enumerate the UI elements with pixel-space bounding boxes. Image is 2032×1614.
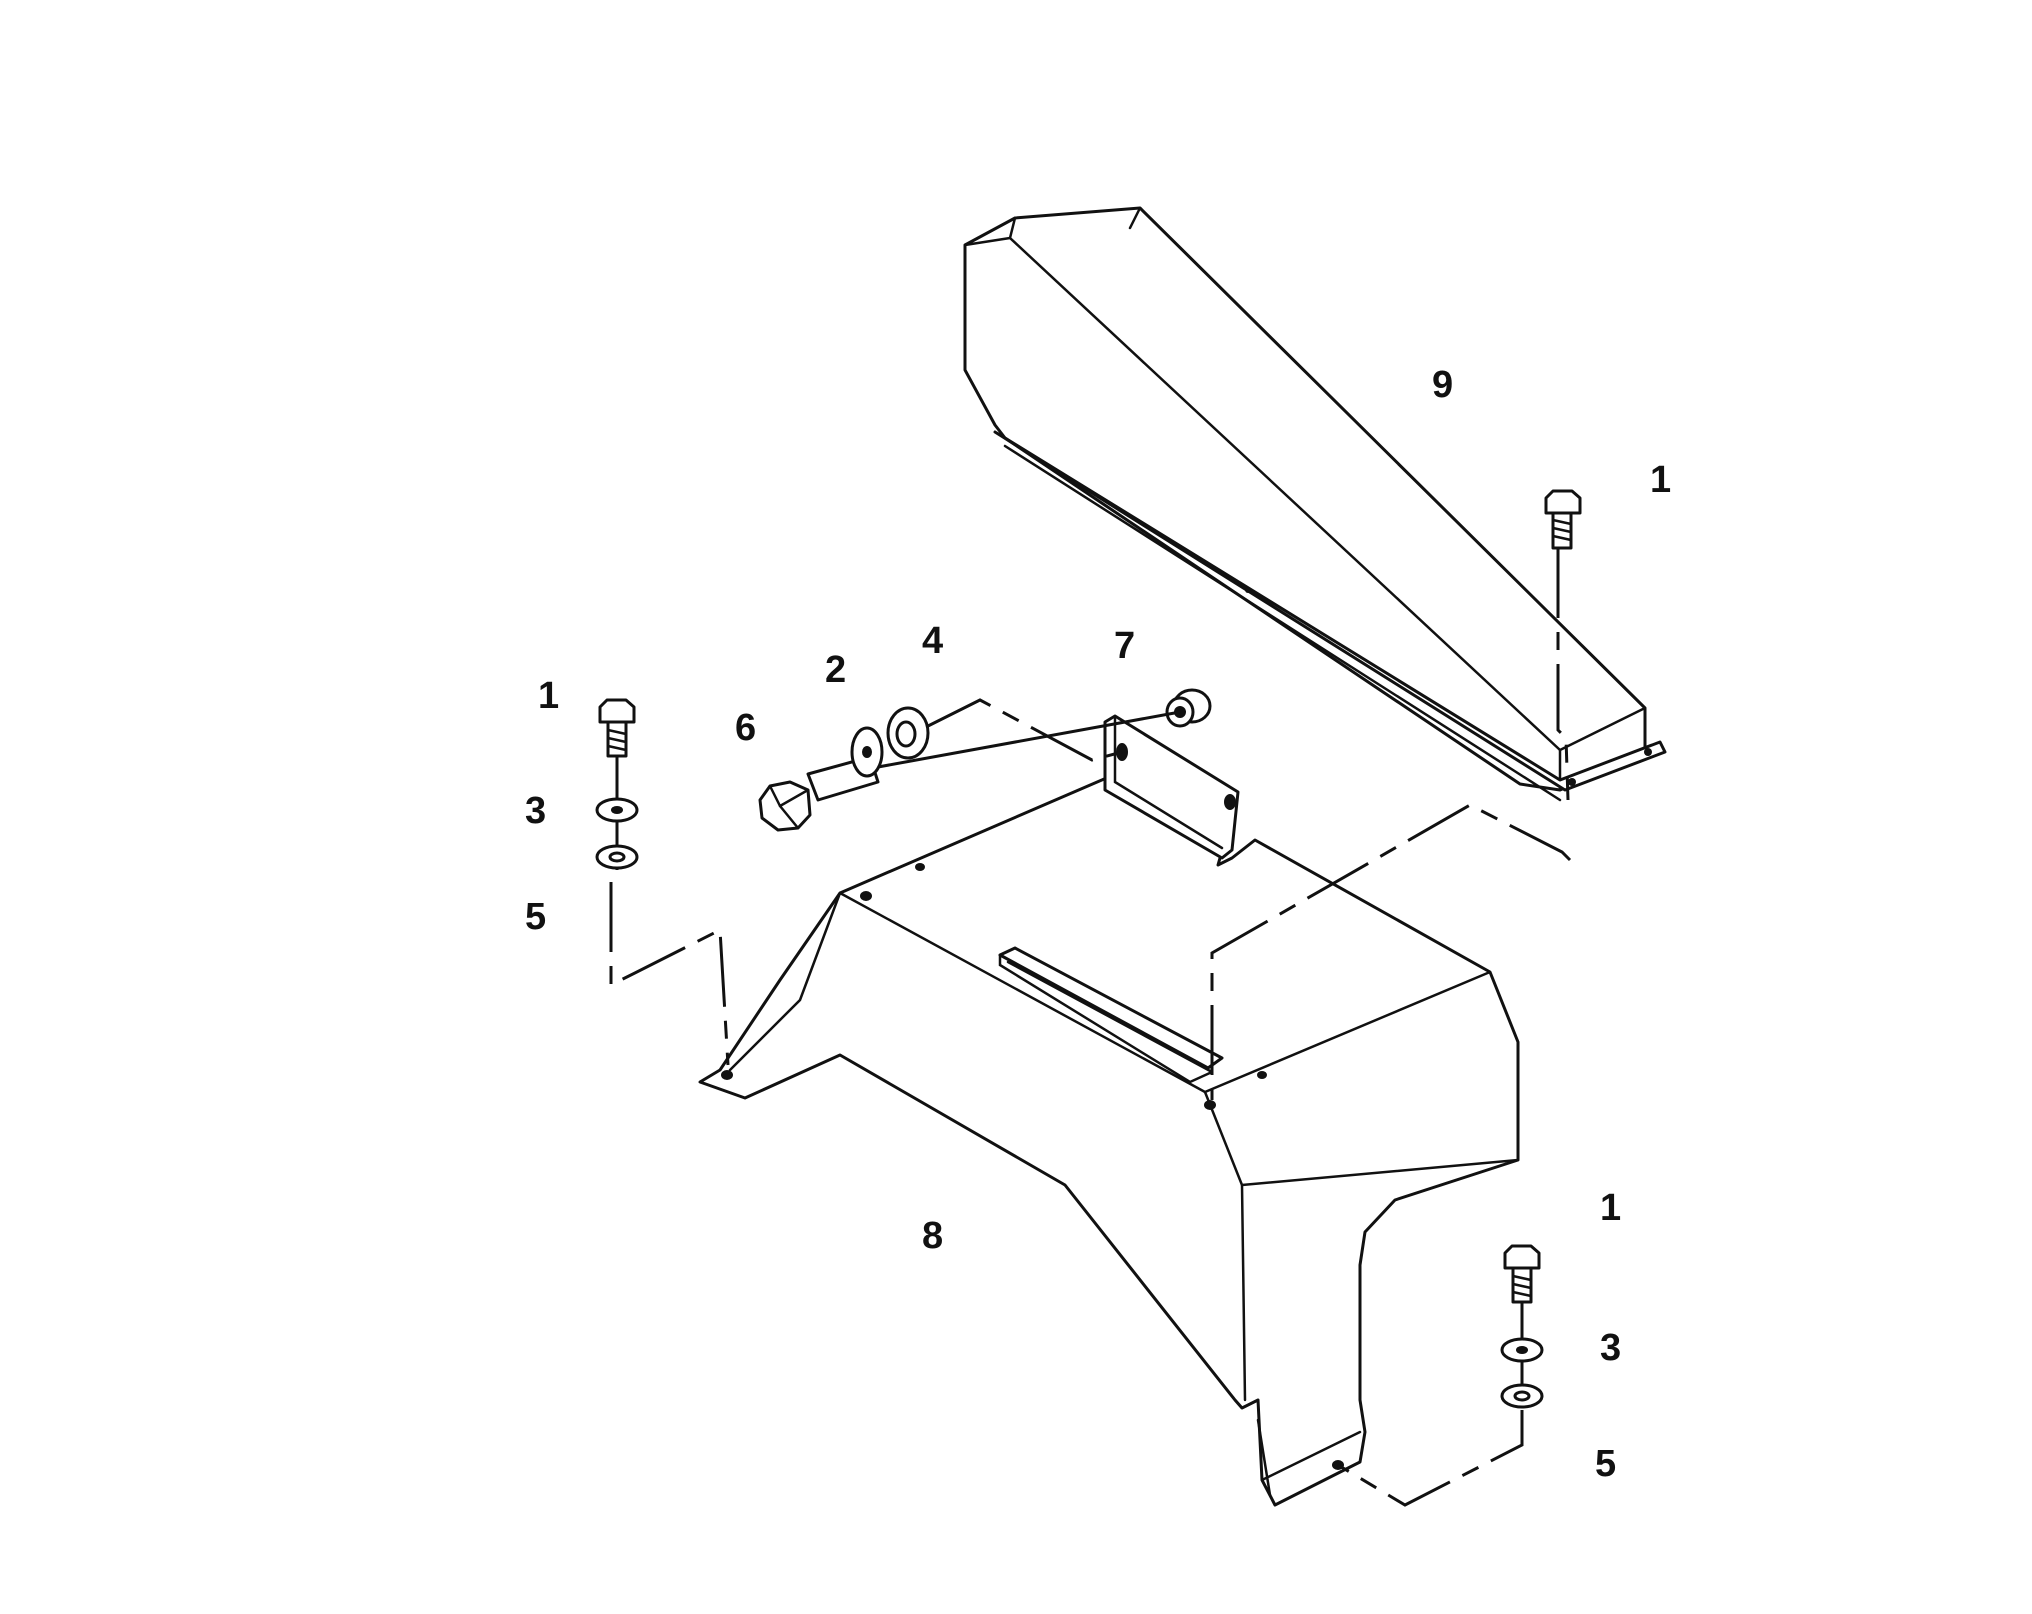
spacer-bushing-part-7 <box>1165 688 1212 728</box>
callout-4: 4 <box>922 620 943 662</box>
flat-washer-part-4 <box>886 706 930 760</box>
callout-8: 8 <box>922 1215 943 1257</box>
fastener-stack-left <box>595 698 639 870</box>
callout-3-bottom: 3 <box>1600 1327 1621 1369</box>
callout-5-bottom: 5 <box>1595 1443 1616 1485</box>
callout-labels: 9 1 1 3 5 6 2 4 7 8 1 3 5 <box>525 364 1671 1485</box>
lock-washer-part-2 <box>850 726 884 778</box>
belt-guard-upper-part-9 <box>963 206 1667 802</box>
callout-6: 6 <box>735 707 756 749</box>
callout-5-left: 5 <box>525 896 546 938</box>
callout-3-left: 3 <box>525 790 546 832</box>
callout-1-bottom: 1 <box>1600 1187 1621 1229</box>
callout-2: 2 <box>825 649 846 691</box>
callout-7: 7 <box>1114 625 1135 667</box>
mounting-bracket-part-7 <box>1103 714 1240 860</box>
fastener-upper-right <box>1544 489 1582 550</box>
callout-9: 9 <box>1432 364 1453 406</box>
callout-1-left: 1 <box>538 675 559 717</box>
assembly-leader-lines <box>609 548 1572 1507</box>
fastener-stack-bottom-right <box>1500 1244 1544 1409</box>
belt-guard-lower-part-8 <box>698 768 1520 1507</box>
callout-1-top: 1 <box>1650 459 1671 501</box>
